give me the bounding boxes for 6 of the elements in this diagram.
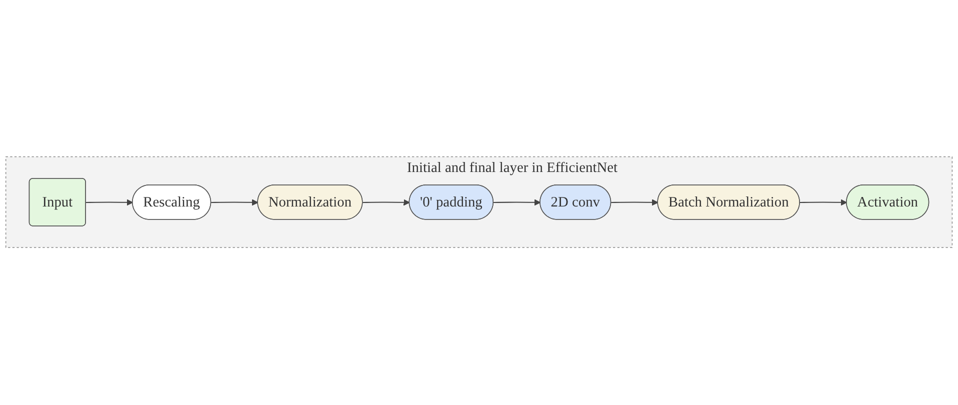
arrow — [211, 200, 258, 206]
arrow — [611, 200, 658, 206]
arrow — [362, 200, 410, 206]
arrow — [86, 200, 134, 206]
arrow — [800, 200, 848, 206]
arrow — [494, 200, 541, 206]
